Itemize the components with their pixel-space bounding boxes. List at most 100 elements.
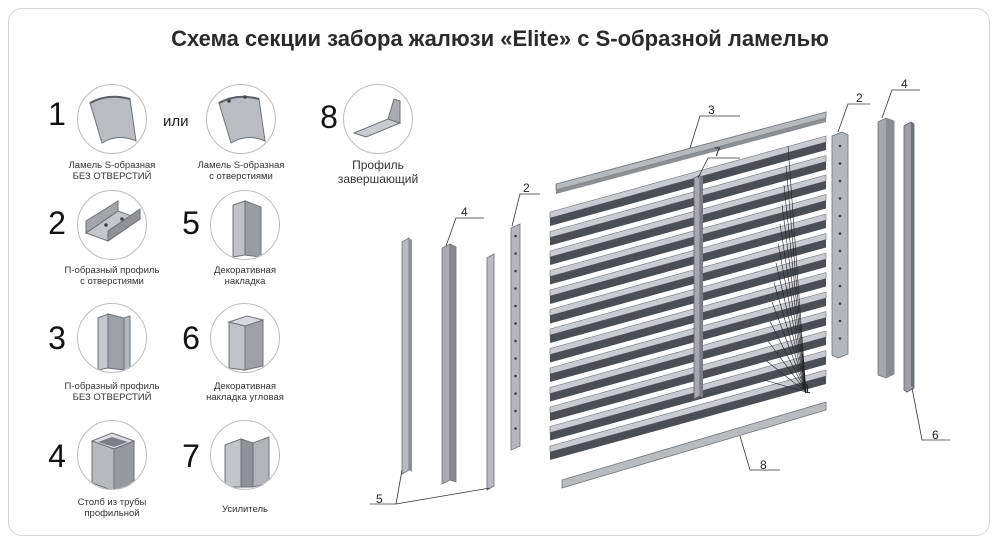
reinforcer xyxy=(693,174,703,400)
square-post-icon xyxy=(90,432,136,489)
corner-cover-icon xyxy=(227,315,265,371)
u-profile-icon xyxy=(97,313,131,371)
profile-hole xyxy=(838,232,842,235)
profile-hole xyxy=(514,269,517,273)
profile-hole xyxy=(838,319,842,323)
leader-line xyxy=(767,340,807,393)
profile-hole xyxy=(838,267,842,270)
right-profile-holes xyxy=(838,144,842,340)
leader-line xyxy=(787,145,807,393)
profile-hole xyxy=(514,287,517,290)
callout-2-right: 2 xyxy=(856,91,863,105)
callout-8: 8 xyxy=(760,458,767,472)
leader-line xyxy=(779,223,807,393)
leader-line xyxy=(773,282,807,393)
callout-lines xyxy=(370,89,950,505)
profile-hole xyxy=(838,197,842,200)
callout-3: 3 xyxy=(708,103,715,117)
profile-hole xyxy=(838,337,842,340)
page-title: Схема секции забора жалюзи «Elite» с S-о… xyxy=(171,26,829,51)
bottom-finishing-profile xyxy=(561,401,827,489)
callout-2-left: 2 xyxy=(523,181,530,195)
callout-6: 6 xyxy=(932,428,939,442)
legend-circle-u-profile xyxy=(77,303,147,373)
profile-hole xyxy=(514,409,517,413)
reinforcer-icon xyxy=(224,436,270,488)
legend-number-2: 2 xyxy=(48,205,66,241)
lamella-shadow-face xyxy=(550,376,826,460)
legend-circle-decor-cover xyxy=(210,190,280,260)
left-u-profile-holes xyxy=(510,223,521,451)
profile-hole xyxy=(838,284,842,288)
left-profile-holes xyxy=(514,234,517,430)
callout-7: 7 xyxy=(714,145,721,159)
profile-hole xyxy=(838,249,842,253)
legend-circle-u-profile-holes xyxy=(77,190,147,260)
lamella-leader-lines xyxy=(763,145,807,393)
right-u-profile-holes xyxy=(831,131,849,359)
lamella-shadow-face xyxy=(550,200,826,285)
left-decor-cover-inner xyxy=(486,253,495,491)
legend-number-1: 1 xyxy=(48,96,66,132)
profile-hole xyxy=(838,214,842,218)
right-post xyxy=(877,117,895,379)
legend-circle-s-lamella-holes xyxy=(206,84,276,154)
leader-line xyxy=(769,321,807,393)
leader-line xyxy=(781,204,807,393)
finishing-profile-icon xyxy=(352,98,402,138)
leader-line xyxy=(771,301,807,393)
profile-hole xyxy=(838,162,842,165)
leader-line xyxy=(783,184,807,393)
legend-number-7: 7 xyxy=(182,438,200,474)
profile-hole xyxy=(514,304,517,308)
legend-number-8: 8 xyxy=(320,99,338,135)
profile-hole xyxy=(514,392,517,395)
u-profile-holes-icon xyxy=(84,200,142,242)
profile-hole xyxy=(838,179,842,183)
legend-circle-corner-cover xyxy=(210,303,280,373)
callout-5: 5 xyxy=(376,492,383,506)
profile-hole xyxy=(514,234,517,238)
lamella-shadow-face xyxy=(550,356,826,441)
callout-4-right: 4 xyxy=(901,77,908,91)
profile-hole xyxy=(514,374,517,378)
profile-hole xyxy=(514,427,517,430)
profile-hole xyxy=(514,339,517,343)
left-post xyxy=(441,243,457,485)
lamella-shadow-face xyxy=(550,142,826,226)
lamella-shadow-face xyxy=(550,278,826,363)
lamella-shadow-face xyxy=(550,161,826,246)
legend-circle-s-lamella xyxy=(77,84,147,154)
profile-hole xyxy=(838,302,842,305)
legend-caption-reinforcer: Усилитель xyxy=(221,504,268,515)
legend-number-4: 4 xyxy=(48,438,66,474)
callout-1: 1 xyxy=(804,382,811,396)
lamella-shadow-face xyxy=(550,317,826,402)
leader-line xyxy=(763,379,807,393)
lamella-shadow-face xyxy=(550,259,826,343)
profile-hole xyxy=(838,144,842,148)
profile-hole xyxy=(514,252,517,255)
callout-4-left: 4 xyxy=(461,205,468,219)
lamella-shadow-face xyxy=(550,220,826,304)
lamella-shadow-face xyxy=(550,181,826,265)
leader-line xyxy=(775,262,807,393)
leader-line xyxy=(785,165,807,393)
legend-circle-reinforcer xyxy=(210,420,280,490)
leader-line xyxy=(777,243,807,393)
profile-hole xyxy=(514,357,517,360)
diagram-frame xyxy=(8,8,990,536)
left-decor-cover xyxy=(401,237,412,475)
legend-number-6: 6 xyxy=(182,320,200,356)
legend-number-5: 5 xyxy=(182,205,200,241)
leader-line xyxy=(765,360,807,393)
lamella-stack xyxy=(549,135,827,460)
